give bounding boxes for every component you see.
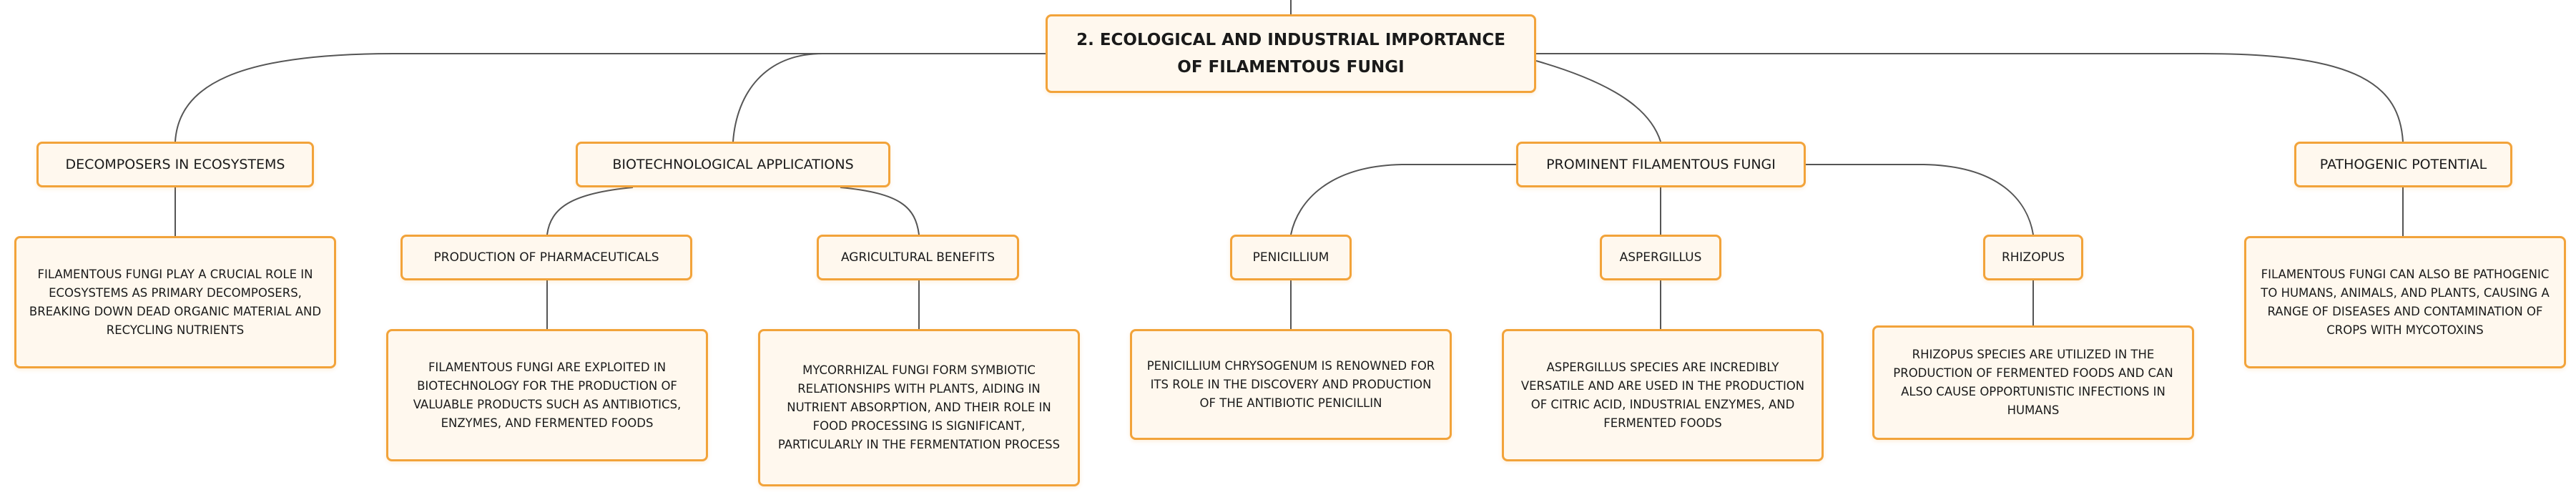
node-aspergillus-label: Aspergillus xyxy=(1619,250,1702,265)
leaf-rhizopus[interactable]: Rhizopus species are utilized in the pro… xyxy=(1872,325,2194,440)
leaf-rhizopus-text: Rhizopus species are utilized in the pro… xyxy=(1893,348,2173,417)
node-prominent[interactable]: Prominent Filamentous Fungi xyxy=(1516,142,1806,187)
leaf-pathogenic[interactable]: Filamentous fungi can also be pathogenic… xyxy=(2244,236,2566,368)
node-pharma[interactable]: Production of Pharmaceuticals xyxy=(400,235,692,280)
node-decomposers-label: Decomposers in Ecosystems xyxy=(65,157,285,172)
leaf-decomposers-text: Filamentous fungi play a crucial role in… xyxy=(29,267,322,337)
leaf-penicillium-text: Penicillium chrysogenum is renowned for … xyxy=(1146,358,1435,410)
leaf-aspergillus-text: Aspergillus species are incredibly versa… xyxy=(1520,360,1805,430)
node-rhizopus[interactable]: Rhizopus xyxy=(1983,235,2083,280)
leaf-agri[interactable]: Mycorrhizal fungi form symbiotic relatio… xyxy=(758,329,1080,486)
node-penicillium-label: Penicillium xyxy=(1252,250,1329,265)
edge-prominent-penicillium xyxy=(1290,164,1516,235)
root-title: 2. Ecological and Industrial Importance … xyxy=(1076,31,1505,77)
leaf-pathogenic-text: Filamentous fungi can also be pathogenic… xyxy=(2261,267,2550,337)
node-penicillium[interactable]: Penicillium xyxy=(1230,235,1352,280)
leaf-pharma[interactable]: Filamentous fungi are exploited in biote… xyxy=(386,329,708,461)
leaf-agri-text: Mycorrhizal fungi form symbiotic relatio… xyxy=(777,363,1061,451)
edge-biotech-agri xyxy=(840,187,920,235)
leaf-decomposers[interactable]: Filamentous fungi play a crucial role in… xyxy=(14,236,336,368)
node-biotech[interactable]: Biotechnological Applications xyxy=(576,142,890,187)
leaf-aspergillus[interactable]: Aspergillus species are incredibly versa… xyxy=(1502,329,1824,461)
edge-root-prominent xyxy=(1535,60,1661,142)
edge-root-decomposers xyxy=(174,53,1046,142)
edge-prominent-rhizopus xyxy=(1806,164,2034,235)
node-agri-label: Agricultural Benefits xyxy=(840,250,996,265)
edge-root-biotech xyxy=(732,53,1046,142)
edge-biotech-pharma xyxy=(546,187,634,235)
leaf-pharma-text: Filamentous fungi are exploited in biote… xyxy=(413,360,682,430)
node-pathogenic[interactable]: Pathogenic Potential xyxy=(2294,142,2512,187)
node-rhizopus-label: Rhizopus xyxy=(2001,250,2065,265)
node-pharma-label: Production of Pharmaceuticals xyxy=(433,250,659,265)
leaf-penicillium[interactable]: Penicillium chrysogenum is renowned for … xyxy=(1130,329,1452,440)
node-aspergillus[interactable]: Aspergillus xyxy=(1600,235,1721,280)
node-agri[interactable]: Agricultural Benefits xyxy=(817,235,1019,280)
node-pathogenic-label: Pathogenic Potential xyxy=(2319,157,2487,172)
node-decomposers[interactable]: Decomposers in Ecosystems xyxy=(36,142,314,187)
node-prominent-label: Prominent Filamentous Fungi xyxy=(1546,157,1776,172)
node-biotech-label: Biotechnological Applications xyxy=(612,157,854,172)
edge-root-pathogenic xyxy=(1536,53,2404,142)
root-node[interactable]: 2. Ecological and Industrial Importance … xyxy=(1046,14,1536,93)
